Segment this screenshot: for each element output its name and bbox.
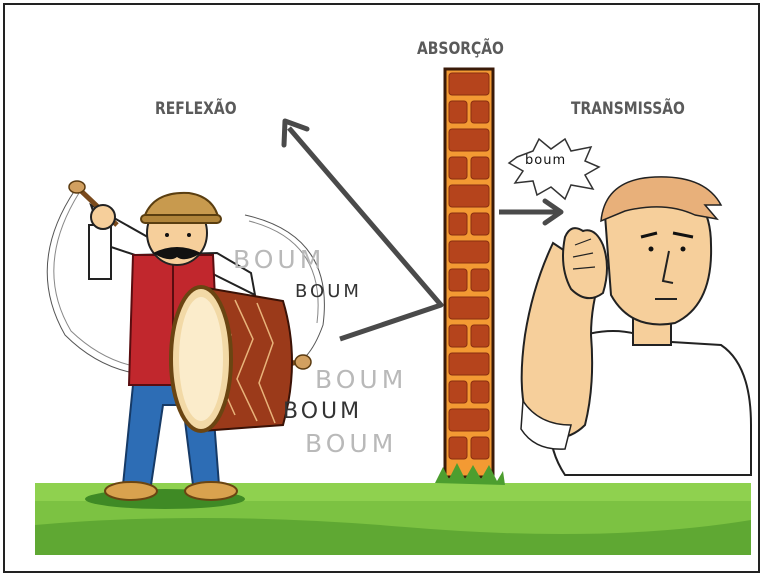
absorption-label: ABSORÇÃO: [417, 39, 504, 59]
listener: [521, 177, 751, 475]
illustration-frame: ABSORÇÃO REFLEXÃO TRANSMISSÃO boum BOUM …: [3, 3, 760, 573]
transmission-label: TRANSMISSÃO: [571, 99, 685, 119]
sound-burst: [509, 139, 599, 199]
brick-wall: [435, 69, 505, 485]
boum-text-3: BOUM: [315, 365, 407, 394]
reflection-label: REFLEXÃO: [155, 99, 237, 119]
transmission-arrow: [499, 201, 561, 223]
drummer: [47, 181, 324, 500]
reflection-arrow: [284, 121, 441, 339]
boum-text-2: BOUM: [295, 281, 362, 302]
sound-scene: [5, 5, 758, 571]
boum-text-1: BOUM: [233, 245, 325, 274]
boum-text-4: BOUM: [283, 399, 362, 424]
boum-text-5: BOUM: [305, 429, 397, 458]
burst-sound-text: boum: [525, 153, 566, 168]
